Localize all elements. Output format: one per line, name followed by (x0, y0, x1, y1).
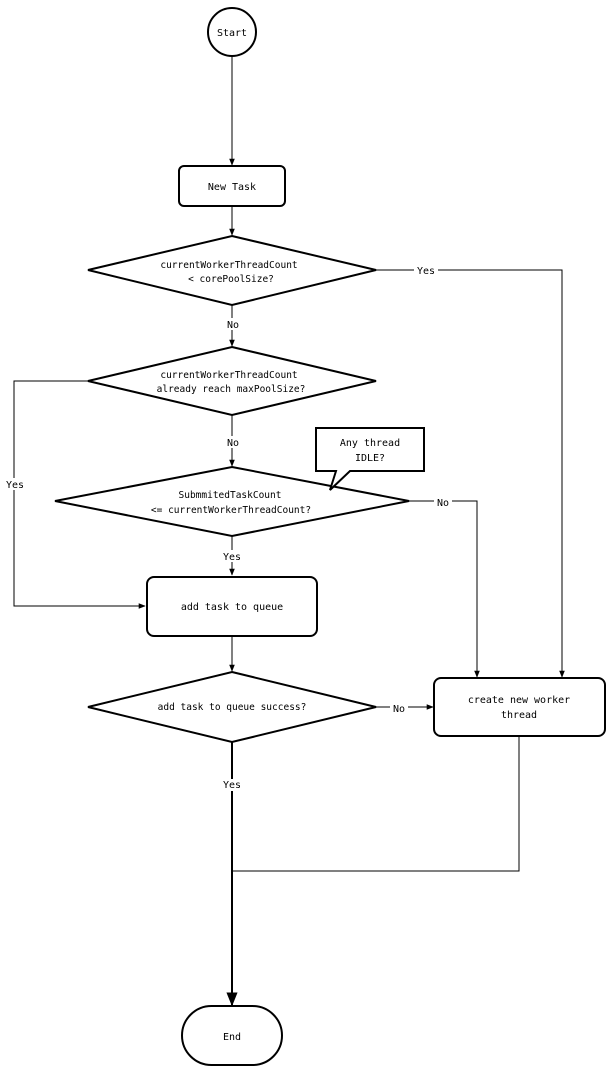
callout-idle: Any thread IDLE? (315, 427, 425, 491)
edge-label-queue-yes: Yes (223, 780, 241, 791)
decision-core-pool: currentWorkerThreadCount < corePoolSize? (87, 234, 377, 307)
callout-idle-line2: IDLE? (355, 453, 385, 464)
node-add-queue-label: add task to queue (181, 602, 283, 613)
decision-max-pool-line1: currentWorkerThreadCount (160, 370, 297, 381)
callout-idle-line1: Any thread (340, 438, 400, 449)
node-start-label: Start (217, 28, 247, 39)
node-create-worker: create new worker thread (433, 677, 606, 737)
node-new-task: New Task (178, 165, 286, 207)
decision-queue-success-label: add task to queue success? (158, 702, 307, 713)
edges (13, 56, 565, 1007)
edge-submitted-no-to-create-worker (409, 500, 480, 678)
node-end-label: End (223, 1032, 241, 1043)
node-start: Start (207, 7, 257, 57)
edge-labels: Yes No Yes No No Yes No Yes (3, 264, 452, 791)
node-create-worker-line1: create new worker (468, 695, 570, 706)
decision-submitted-count: SubmmitedTaskCount <= currentWorkerThrea… (54, 465, 410, 538)
edge-label-max-yes: Yes (6, 480, 24, 491)
decision-submitted-count-line1: SubmmitedTaskCount (179, 490, 282, 501)
node-add-queue: add task to queue (146, 576, 318, 637)
decision-core-pool-line1: currentWorkerThreadCount (160, 260, 297, 271)
edge-label-queue-no: No (393, 704, 405, 715)
edge-label-submitted-no: No (437, 498, 449, 509)
edge-label-submitted-yes: Yes (223, 552, 241, 563)
edge-label-max-no: No (227, 438, 239, 449)
edge-create-worker-to-end (232, 737, 520, 872)
edge-core-yes-to-create-worker (376, 269, 565, 678)
decision-queue-success: add task to queue success? (87, 670, 377, 744)
edge-label-core-yes: Yes (417, 266, 435, 277)
decision-submitted-count-line2: <= currentWorkerThreadCount? (151, 505, 311, 516)
node-new-task-label: New Task (208, 182, 256, 193)
decision-core-pool-line2: < corePoolSize? (188, 274, 274, 285)
decision-max-pool: currentWorkerThreadCount already reach m… (87, 345, 377, 417)
edge-label-core-no: No (227, 320, 239, 331)
node-create-worker-line2: thread (501, 710, 537, 721)
decision-max-pool-line2: already reach maxPoolSize? (157, 384, 306, 395)
node-end: End (181, 1005, 283, 1066)
edge-max-yes-to-add-queue (13, 380, 146, 609)
